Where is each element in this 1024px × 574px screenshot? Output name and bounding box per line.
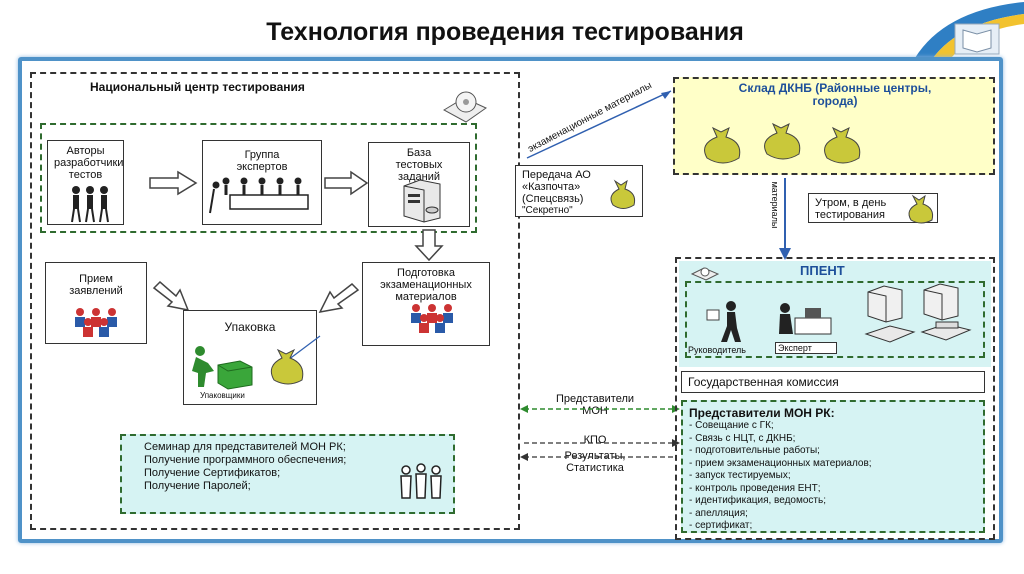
seminar-line-3: Получение Сертификатов; bbox=[144, 467, 281, 479]
authors-box: Авторы разработчики тестов bbox=[47, 140, 124, 225]
mon-reps-item-3: - подготовительные работы; bbox=[689, 445, 820, 456]
ppent-inner-region bbox=[685, 281, 985, 358]
mon-reps-label: Представители МОН bbox=[540, 393, 650, 417]
national-center-region bbox=[30, 72, 520, 530]
arrow-mon-reps bbox=[520, 405, 680, 413]
results-label: Результаты, Статистика bbox=[540, 450, 650, 474]
warehouse-title-line-1: Склад ДКНБ (Районные центры, bbox=[738, 81, 932, 95]
authors-people-icon bbox=[71, 186, 109, 223]
mon-reps-line-1: Представители bbox=[555, 393, 635, 405]
expert-label: Эксперт bbox=[775, 342, 837, 354]
seminar-line-4: Получение Паролей; bbox=[144, 480, 251, 492]
arrow-authors-to-experts bbox=[149, 170, 198, 196]
packing-box: Упаковка bbox=[183, 310, 317, 405]
transfer-line-1: Передача АО bbox=[522, 169, 591, 181]
diagram-frame bbox=[18, 57, 1003, 543]
warehouse-bags-icon bbox=[704, 122, 861, 164]
packed-bag-icon bbox=[270, 335, 321, 385]
expert-desk-icon bbox=[779, 303, 832, 335]
arrow-applications-to-packing bbox=[152, 280, 190, 312]
arrow-kpo bbox=[524, 439, 680, 447]
prep-people-icon bbox=[411, 304, 453, 333]
packing-label: Упаковка bbox=[224, 320, 276, 334]
computers-icon bbox=[864, 283, 972, 343]
seminar-line-2: Получение программного обеспечения; bbox=[144, 454, 347, 466]
national-center-title: Национальный центр тестирования bbox=[90, 80, 305, 94]
leader-label: Руководитель bbox=[688, 345, 746, 355]
mon-reps-item-8: - апелляция; bbox=[689, 507, 748, 519]
mon-reps-item-9: - сертификат; bbox=[689, 520, 753, 531]
seminar-people-icon bbox=[400, 463, 442, 499]
ppent-disc-icon bbox=[690, 267, 720, 281]
mon-reps-item-4: - прием экзаменационных материалов; bbox=[689, 457, 872, 469]
page-title: Технология проведения тестирования bbox=[266, 18, 744, 46]
transfer-line-3: (Спецсвязь) bbox=[522, 193, 584, 205]
packers-label: Упаковщики bbox=[200, 391, 245, 400]
disc-icon bbox=[442, 91, 488, 123]
mon-reps-item-1: - Совещание с ГК; bbox=[689, 420, 774, 431]
mon-reps-item-5: - запуск тестируемых; bbox=[689, 470, 791, 481]
applicants-people-icon bbox=[75, 308, 117, 337]
results-line-2: Статистика bbox=[566, 462, 624, 474]
prep-materials-label: Подготовка экзаменационных материалов bbox=[380, 267, 472, 303]
seminar-box: Семинар для представителей МОН РК; Получ… bbox=[120, 434, 455, 514]
mon-reps-item-6: - контроль проведения ЕНТ; bbox=[689, 482, 821, 494]
arrow-experts-to-db bbox=[324, 170, 369, 196]
morning-bag-icon bbox=[908, 194, 934, 224]
arrow-prep-to-packing bbox=[318, 283, 360, 314]
seminar-line-1: Семинар для представителей МОН РК; bbox=[144, 441, 346, 453]
arrow-warehouse-to-ppent bbox=[779, 178, 791, 260]
transfer-bag-icon bbox=[610, 179, 636, 209]
mon-reps-item-2: - Связь с НЦТ, с ДКНБ; bbox=[689, 432, 796, 444]
transfer-line-2: «Казпочта» bbox=[522, 181, 581, 193]
warehouse-title: Склад ДКНБ (Районные центры, города) bbox=[680, 82, 990, 108]
arrow-db-to-prep bbox=[414, 229, 444, 262]
server-icon bbox=[403, 179, 441, 223]
experts-box: Группа экспертов bbox=[202, 140, 322, 225]
mon-reps-title: Представители МОН РК: bbox=[689, 406, 835, 420]
applications-label: Прием заявлений bbox=[69, 273, 123, 297]
mon-reps-line-2: МОН bbox=[582, 405, 608, 417]
mon-reps-box: Представители МОН РК: - Совещание с ГК; … bbox=[681, 400, 985, 533]
morning-line-2: тестирования bbox=[815, 209, 885, 221]
book-logo-icon bbox=[915, 2, 1024, 58]
test-database-label: База тестовых заданий bbox=[395, 147, 443, 183]
arrow-to-warehouse bbox=[526, 90, 672, 159]
ppent-region bbox=[675, 257, 995, 540]
warehouse-title-line-2: города) bbox=[812, 94, 858, 108]
packer-icon bbox=[192, 346, 253, 390]
experts-table-icon bbox=[209, 177, 309, 214]
authors-label: Авторы разработчики тестов bbox=[54, 145, 124, 181]
morning-line-1: Утром, в день bbox=[815, 197, 887, 209]
arrow-results bbox=[520, 453, 676, 461]
mon-reps-item-7: - идентификация, ведомость; bbox=[689, 495, 826, 506]
commission-label: Государственная комиссия bbox=[688, 375, 839, 389]
development-region bbox=[40, 123, 477, 233]
commission-bar bbox=[681, 371, 985, 393]
results-line-1: Результаты, bbox=[564, 450, 626, 462]
experts-label: Группа экспертов bbox=[236, 149, 288, 173]
applications-box: Прием заявлений bbox=[45, 262, 147, 344]
leader-icon bbox=[706, 301, 741, 342]
transfer-line-4: "Секретно" bbox=[522, 205, 573, 216]
ppent-title: ППЕНТ bbox=[800, 263, 845, 278]
